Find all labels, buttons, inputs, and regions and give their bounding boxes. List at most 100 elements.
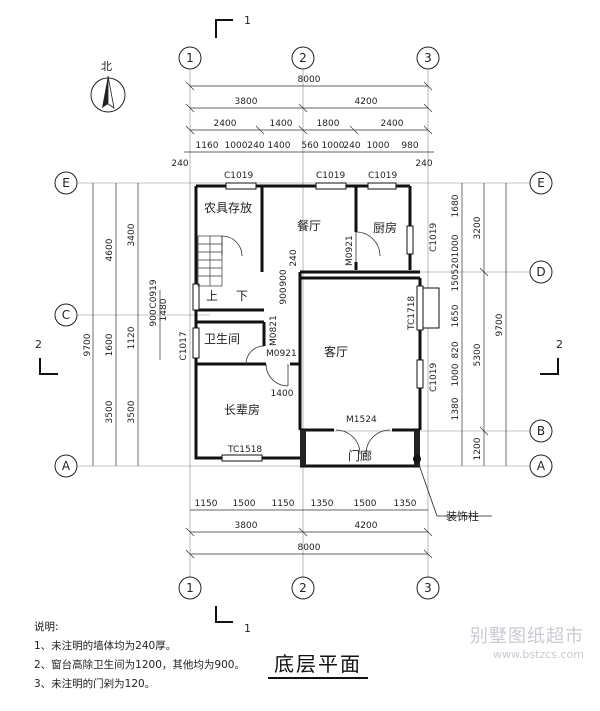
dim-left-sub-3: 3500 [127, 400, 137, 423]
code-door-bath: M0821 [269, 315, 279, 346]
dim-top-detail-7: 240 [343, 141, 360, 151]
section-mark-left-label: 2 [35, 338, 42, 351]
axis-bubbles [54, 46, 553, 600]
axis-right-e: E [537, 176, 545, 190]
dim-bottom-detail-6: 1350 [394, 499, 417, 509]
section-mark-top-label: 1 [244, 14, 251, 27]
room-stair-down: 下 [236, 289, 248, 303]
callout-leader [416, 458, 438, 517]
right-dimension-lines [461, 183, 507, 466]
dim-left-axis-1: 4600 [105, 238, 115, 261]
dim-bottom-detail-2: 1500 [233, 499, 256, 509]
section-mark-bottom [215, 606, 233, 623]
dim-left-sub-1: 3400 [127, 223, 137, 246]
code-door-living: M1524 [346, 415, 377, 425]
room-dining: 餐厅 [297, 218, 321, 233]
axis-right-a: A [537, 459, 546, 473]
dim-inner-3: 1400 [271, 389, 294, 399]
code-door-kitchen: M0921 [345, 235, 355, 266]
dim-left-inner-1: 900 [279, 287, 289, 304]
dim-top-sub-3: 1800 [317, 119, 340, 129]
dim-top-detail-4: 1400 [268, 141, 291, 151]
axis-bottom-2: 2 [299, 581, 307, 595]
axis-left-a: A [62, 459, 71, 473]
room-storage: 农具存放 [204, 200, 252, 215]
dim-top-detail-6: 1000 [322, 141, 345, 151]
room-bath: 卫生间 [204, 332, 240, 346]
dim-right-detail-6: 820 [451, 341, 461, 358]
windows [192, 182, 440, 462]
section-mark-left [39, 358, 58, 375]
dim-right-axis-1: 3200 [473, 216, 483, 239]
dim-right-outer: 9700 [495, 313, 505, 336]
dim-top-axis-2: 4200 [355, 97, 378, 107]
dim-top-edge-right: 240 [415, 159, 432, 169]
watermark-url: www.bstzcs.com [492, 648, 584, 661]
notes-heading: 说明: [34, 621, 59, 633]
code-win-storage: C1019 [224, 171, 253, 181]
dim-top-total: 8000 [298, 75, 321, 85]
code-win-elder: TC1518 [227, 445, 262, 455]
dim-left-detail-4: C1017 [179, 331, 189, 360]
room-elder: 长辈房 [224, 402, 260, 417]
dim-bottom-axis-1: 3800 [235, 521, 258, 531]
code-win-living-side: TC1718 [407, 296, 417, 331]
dim-top-detail-2: 1000 [225, 141, 248, 151]
dim-left-sub-2: 1120 [127, 326, 137, 349]
notes-block: 说明: 1、未注明的墙体均为240厚。 2、窗台高除卫生间为1200，其他均为9… [34, 618, 245, 694]
room-stair-up: 上 [206, 289, 218, 303]
dim-right-axis-3: 1200 [473, 437, 483, 460]
code-door-bath2: M0921 [266, 349, 297, 359]
dim-left-axis-2: 1600 [105, 333, 115, 356]
code-win-kitchen-side: C1019 [429, 223, 439, 252]
north-arrow-icon: 北 [90, 60, 126, 113]
dim-top-sub-2: 1400 [270, 119, 293, 129]
stair [197, 235, 223, 287]
dim-bottom-detail-5: 1500 [354, 499, 377, 509]
axis-right-d: D [536, 265, 545, 279]
dim-top-detail-1: 1160 [196, 141, 219, 151]
dim-right-detail-8: 1380 [451, 397, 461, 420]
axis-left-c: C [62, 308, 70, 322]
note-item-2: 2、窗台高除卫生间为1200，其他均为900。 [34, 659, 245, 671]
axis-top-1: 1 [186, 51, 194, 65]
dim-bottom-detail-4: 1350 [311, 499, 334, 509]
dim-left-axis-3: 3500 [105, 400, 115, 423]
dim-left-outer: 9700 [83, 333, 93, 356]
dim-bottom-axis-2: 4200 [355, 521, 378, 531]
watermark-name: 别墅图纸超市 [470, 626, 584, 647]
door-swings [221, 231, 391, 455]
dim-left-detail-3: 1480 [159, 298, 169, 321]
dim-bottom-total: 8000 [298, 543, 321, 553]
note-item-3: 3、未注明的门剁为120。 [34, 678, 156, 690]
dim-inner-1: 900 [279, 269, 289, 286]
dim-top-edge-left: 240 [171, 159, 188, 169]
code-win-living-side2: C1019 [429, 363, 439, 392]
drawing-title: 底层平面 [268, 648, 368, 679]
dim-top-detail-9: 980 [401, 141, 418, 151]
room-kitchen: 厨房 [373, 220, 397, 235]
dim-right-detail-2: 1000 [451, 234, 461, 257]
dim-right-axis-2: 5300 [473, 343, 483, 366]
section-mark-right [540, 358, 559, 375]
dim-top-sub-4: 2400 [381, 119, 404, 129]
axis-bottom-3: 3 [424, 581, 432, 595]
code-win-dining: C1019 [316, 171, 345, 181]
section-mark-top [215, 19, 233, 38]
axis-top-2: 2 [299, 51, 307, 65]
axis-left-e: E [62, 176, 70, 190]
dim-top-detail-8: 1000 [367, 141, 390, 151]
axis-right-b: B [537, 424, 545, 438]
section-mark-right-label: 2 [556, 338, 563, 351]
note-item-1: 1、未注明的墙体均为240厚。 [34, 640, 177, 652]
dim-left-detail-2: 900 [149, 309, 159, 326]
top-dimension-lines [184, 81, 434, 153]
room-porch: 门廊 [348, 448, 372, 463]
dim-right-detail-5: 1650 [451, 304, 461, 327]
dim-bottom-detail-1: 1150 [195, 499, 218, 509]
code-win-kitchen: C1019 [368, 171, 397, 181]
callout-label: 装饰柱 [446, 509, 479, 523]
dim-left-detail-1: C0919 [149, 279, 159, 308]
axis-top-3: 3 [424, 51, 432, 65]
